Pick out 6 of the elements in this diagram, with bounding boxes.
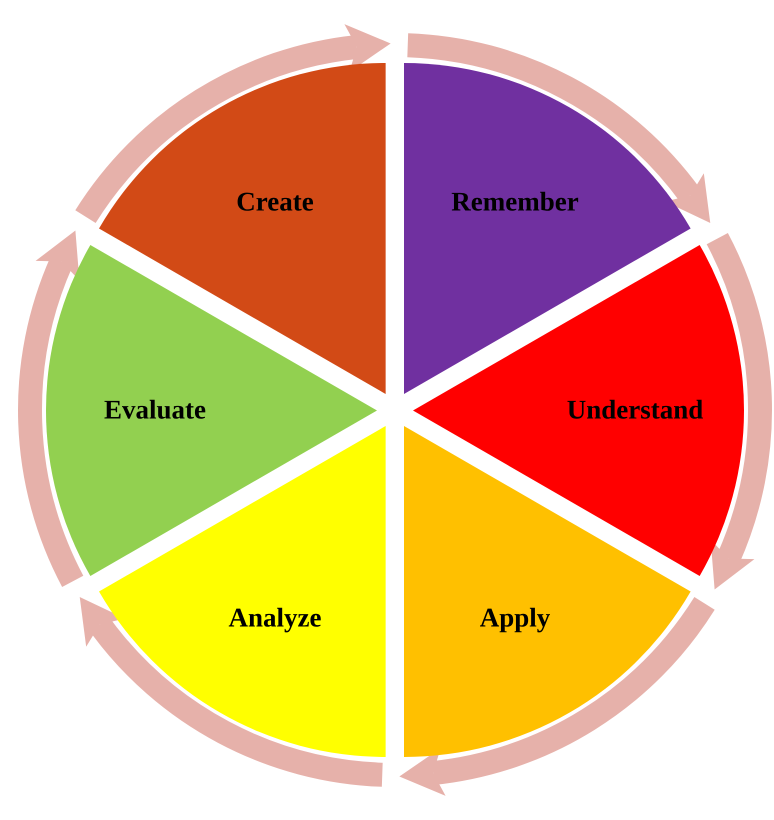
wedge-label: Analyze (228, 602, 322, 634)
wedge-label: Create (236, 186, 314, 218)
wedge-label: Apply (480, 602, 550, 634)
wedge-label: Evaluate (104, 394, 206, 426)
wedge-label: Understand (566, 394, 704, 426)
wedge-label: Remember (451, 186, 579, 218)
